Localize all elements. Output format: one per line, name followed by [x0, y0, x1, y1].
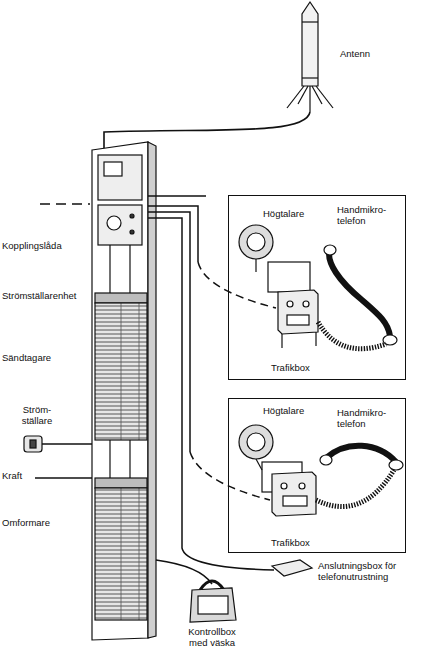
box-stand: [315, 332, 316, 346]
rack-drawing: [92, 142, 156, 640]
speaker: [239, 225, 273, 259]
part-label: Högtalare: [263, 208, 333, 219]
panel-frame: Högtalare Handmikro- telefonTrafikbox: [228, 398, 406, 553]
wire: [148, 212, 190, 452]
speaker-cone: [247, 233, 265, 251]
antenna-body: [302, 2, 318, 86]
antenna-leg: [309, 86, 310, 112]
power-wire: [35, 477, 92, 479]
part-label: Högtalare: [263, 405, 333, 416]
earpiece: [324, 245, 336, 255]
antenna-drawing: [287, 2, 333, 112]
knob: [287, 301, 293, 307]
mouthpiece: [383, 335, 397, 345]
handset: [326, 446, 396, 462]
box-panel: [287, 315, 309, 325]
speaker: [239, 425, 273, 459]
part-label: Kraft: [2, 470, 62, 481]
speaker-mount: [256, 459, 262, 470]
panel-frame: Högtalare Handmikro- telefonTrafikbox: [228, 195, 406, 380]
rack-wire: [109, 440, 110, 480]
switch-wire: [42, 443, 92, 445]
transceiver-top: [95, 293, 147, 303]
earpiece: [320, 455, 332, 465]
part-label: Strömställarenhet: [2, 290, 92, 301]
rack-side: [148, 142, 156, 638]
knob: [281, 483, 287, 489]
knob: [299, 483, 305, 489]
control-box-drawing: [190, 581, 236, 622]
wall-bracket: [268, 262, 310, 292]
part-label: Kopplingslåda: [2, 240, 88, 251]
part-label: Handmikro- telefon: [337, 407, 399, 429]
box-panel: [283, 496, 307, 506]
switch-dial: [107, 216, 121, 230]
panel-one-drawing: [239, 225, 397, 349]
coiled-cord: [316, 470, 394, 507]
part-label: Handmikro- telefon: [337, 204, 399, 226]
antenna-leg: [298, 86, 308, 104]
speaker-mount: [255, 259, 256, 272]
bag: [190, 588, 236, 622]
rack-wire: [129, 245, 130, 295]
wire: [148, 195, 206, 197]
part-label: Antenn: [340, 48, 400, 59]
control-cable: [156, 560, 212, 584]
traffic-box: [272, 472, 316, 516]
switch-lever: [30, 440, 36, 448]
switch-box: [24, 436, 42, 452]
handset: [329, 248, 390, 336]
rack-front: [92, 142, 148, 640]
bag-panel: [198, 596, 228, 614]
switch-knob: [130, 230, 134, 234]
switch-knob: [130, 214, 134, 218]
coiled-cord: [318, 322, 386, 349]
connection-box: [272, 560, 312, 576]
kopplingslada-box: [98, 155, 142, 200]
switch-drawing: [24, 436, 42, 452]
dashed-wire: [198, 262, 276, 308]
antenna-band: [302, 21, 318, 22]
box-stand: [281, 334, 282, 348]
antenna-band: [302, 77, 318, 78]
traffic-box: [278, 290, 318, 334]
rack-wire: [109, 245, 110, 295]
part-label: Trafikbox: [271, 537, 351, 548]
wiring: [35, 196, 276, 584]
knob: [303, 301, 309, 307]
transceiver-fins: [95, 303, 147, 440]
part-label: Sändtagare: [2, 352, 88, 363]
converter-fins: [95, 488, 147, 620]
converter-top: [95, 478, 147, 488]
part-label: Kontrollbox med väska: [180, 626, 244, 648]
part-label: Anslutningsbox för telefonutrustning: [318, 560, 423, 582]
mouthpiece: [389, 460, 403, 470]
panel-two-drawing: [239, 425, 403, 516]
box-detail: [104, 162, 122, 176]
antenna-leg: [312, 86, 322, 104]
part-label: Ström- ställare: [14, 404, 60, 426]
speaker-cone: [247, 433, 265, 451]
part-label: Trafikbox: [271, 362, 351, 373]
wire: [148, 218, 274, 570]
rack-wire: [129, 440, 130, 480]
dashed-wire: [40, 203, 90, 205]
part-label: Omformare: [2, 517, 82, 528]
switch-unit: [98, 205, 142, 245]
